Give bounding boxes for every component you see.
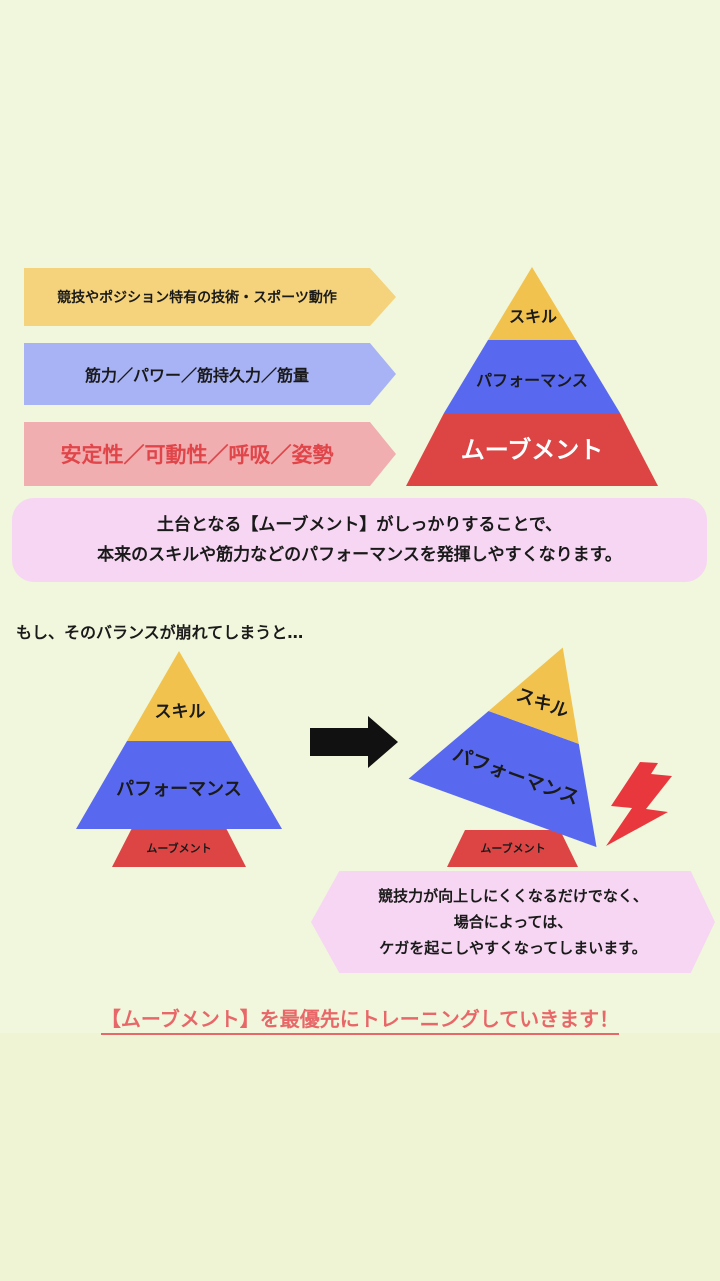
pyramid-movement-label: ムーブメント [461,436,604,464]
conclusion-banner: 【ムーブメント】を最優先にトレーニングしていきます！ [0,1003,720,1035]
collapsing-performance-layer [408,710,597,848]
performance-description-arrow: 筋力／パワー／筋持久力／筋量 [24,343,396,405]
conclusion-text: 【ムーブメント】を最優先にトレーニングしていきます！ [100,1007,620,1035]
foundation-info-box: 土台となる【ムーブメント】がしっかりすることで、 本来のスキルや筋力などのパフォ… [12,498,707,582]
warning-line-2: 場合によっては、 [453,913,573,931]
right-arrow-icon [310,716,398,768]
movement-description-text: 安定性／可動性／呼吸／姿勢 [60,443,334,467]
pyramid-skill-layer [488,267,576,340]
balanced-pyramid: スキル パフォーマンス ムーブメント [406,267,658,486]
lightning-bolt-icon [606,762,672,846]
warning-line-1: 競技力が向上しにくくなるだけでなく、 [378,887,648,905]
bottom-band [0,1033,720,1281]
pyramid-performance-label: パフォーマンス [476,371,588,390]
unbalanced-performance-layer [76,741,282,829]
info-line-2: 本来のスキルや筋力などのパフォーマンスを発揮しやすくなります。 [97,545,622,565]
pyramid-movement-layer [406,413,658,486]
skill-description-text: 競技やポジション特有の技術・スポーツ動作 [57,290,337,306]
collapsing-skill-layer [488,647,579,744]
unbalanced-skill-label: スキル [155,702,206,722]
pyramid-performance-layer [444,340,620,413]
movement-description-arrow: 安定性／可動性／呼吸／姿勢 [24,422,396,486]
collapsing-movement-label: ムーブメント [480,841,545,855]
collapsing-performance-label: パフォーマンス [450,743,582,809]
info-line-1: 土台となる【ムーブメント】がしっかりすることで、 [156,515,563,535]
unbalanced-movement-label: ムーブメント [146,841,211,855]
pyramid-skill-label: スキル [509,307,557,326]
unbalanced-movement-layer [112,828,246,867]
unbalanced-pyramid: スキル パフォーマンス ムーブメント [76,651,282,867]
warning-line-3: ケガを起こしやすくなってしまいます。 [379,939,647,957]
collapsing-skill-label: スキル [513,684,571,722]
unbalanced-skill-layer [127,651,231,741]
skill-description-arrow: 競技やポジション特有の技術・スポーツ動作 [24,268,396,326]
imbalance-lead-text: もし、そのバランスが崩れてしまうと… [16,623,304,642]
injury-warning-box: 競技力が向上しにくくなるだけでなく、 場合によっては、 ケガを起こしやすくなって… [311,871,715,973]
collapsing-movement-layer [447,830,578,867]
unbalanced-performance-label: パフォーマンス [116,779,242,800]
performance-description-text: 筋力／パワー／筋持久力／筋量 [84,366,309,385]
collapsing-pyramid: ムーブメント スキル パフォーマンス [408,647,597,867]
